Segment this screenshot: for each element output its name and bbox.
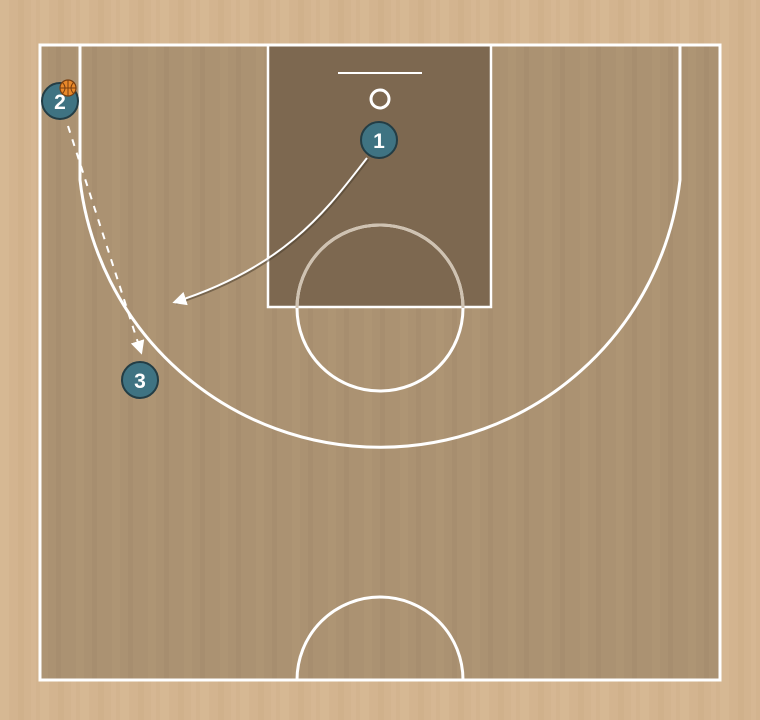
player-3-label: 3 <box>134 370 146 393</box>
player-1-circle <box>360 121 398 159</box>
dashed-arrow-player-2-to-3 <box>67 125 145 355</box>
key-outline <box>266 43 493 309</box>
free-throw-circle-top <box>295 223 465 309</box>
cut-arrow-player-1 <box>175 158 370 305</box>
three-point-line <box>78 45 682 449</box>
player-2-label: 2 <box>54 91 66 114</box>
court-lines <box>38 43 722 682</box>
hoop <box>369 88 391 110</box>
player-3-circle <box>121 361 159 399</box>
paint-area <box>268 45 491 307</box>
player-1-marker[interactable]: 1 <box>360 121 398 159</box>
basketball-icon <box>59 79 77 97</box>
center-circle <box>295 595 465 681</box>
cut-arrow-player-1-line <box>172 157 368 306</box>
player-1-label: 1 <box>373 130 385 153</box>
player-2-marker[interactable]: 2 <box>41 79 79 120</box>
player-3-marker[interactable]: 3 <box>121 361 159 399</box>
